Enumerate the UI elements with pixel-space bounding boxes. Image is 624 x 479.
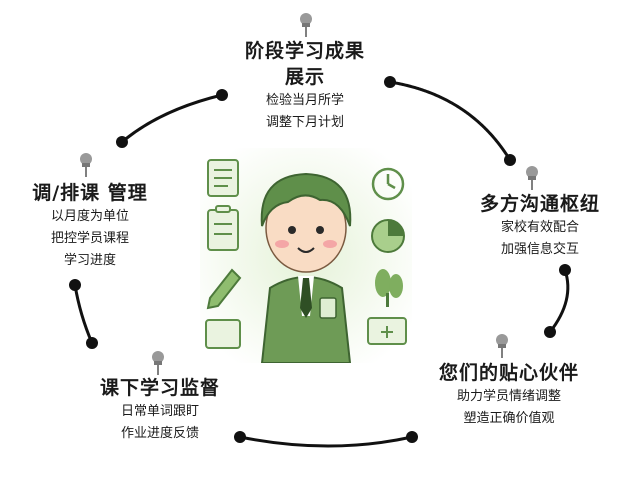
pushpin-icon — [526, 166, 538, 190]
node-desc: 作业进度反馈 — [120, 426, 199, 441]
node-bottom-right: 您们的贴心伙伴 助力学员情绪调整 塑造正确价值观 — [420, 360, 598, 430]
node-title: 课下学习监督 — [99, 377, 220, 399]
node-desc: 检验当月所学 — [265, 93, 344, 108]
node-title: 展示 — [284, 66, 325, 88]
ring-dots — [69, 76, 571, 443]
node-desc: 助力学员情绪调整 — [456, 389, 561, 404]
node-desc: 学习进度 — [63, 253, 116, 268]
node-title: 阶段学习成果 — [244, 40, 365, 62]
ring-arc-top-left — [121, 93, 223, 144]
consultant-illustration — [200, 148, 412, 363]
consultant-character — [260, 172, 352, 363]
ring-arc-left — [73, 284, 94, 344]
ring-arc-bottom — [239, 435, 413, 448]
node-title: 您们的贴心伙伴 — [438, 362, 579, 384]
node-left: 调/排课 管理 以月度为单位 把控学员课程 学习进度 — [10, 180, 170, 272]
node-desc: 调整下月计划 — [265, 115, 344, 130]
pushpin-icon — [152, 351, 164, 375]
checklist-icon — [207, 159, 239, 197]
node-bottom-left: 课下学习监督 日常单词跟盯 作业进度反馈 — [80, 375, 240, 445]
node-title: 调/排课 管理 — [32, 182, 148, 204]
node-title: 多方沟通枢纽 — [479, 193, 600, 215]
node-right: 多方沟通枢纽 家校有效配合 加强信息交互 — [460, 191, 620, 261]
pushpin-icon — [80, 153, 92, 177]
pushpin-icon — [496, 334, 508, 358]
node-desc: 家校有效配合 — [500, 220, 579, 235]
pushpin-icon — [300, 13, 312, 37]
node-top: 阶段学习成果 展示 检验当月所学 调整下月计划 — [205, 38, 405, 134]
pencil-icon — [206, 268, 242, 310]
stopwatch-icon — [371, 167, 405, 201]
ring-arc-top-right — [389, 80, 512, 161]
clipboard-icon — [207, 205, 239, 251]
book-icon — [205, 319, 241, 349]
node-desc: 以月度为单位 — [50, 209, 129, 224]
computer-icon — [367, 317, 407, 345]
ring-arc-right — [548, 269, 570, 333]
node-desc: 把控学员课程 — [50, 231, 129, 246]
node-desc: 塑造正确价值观 — [463, 411, 555, 426]
node-desc: 加强信息交互 — [500, 242, 579, 257]
node-desc: 日常单词跟盯 — [120, 404, 199, 419]
pie-chart-icon — [371, 219, 405, 253]
plant-icon — [375, 269, 403, 307]
